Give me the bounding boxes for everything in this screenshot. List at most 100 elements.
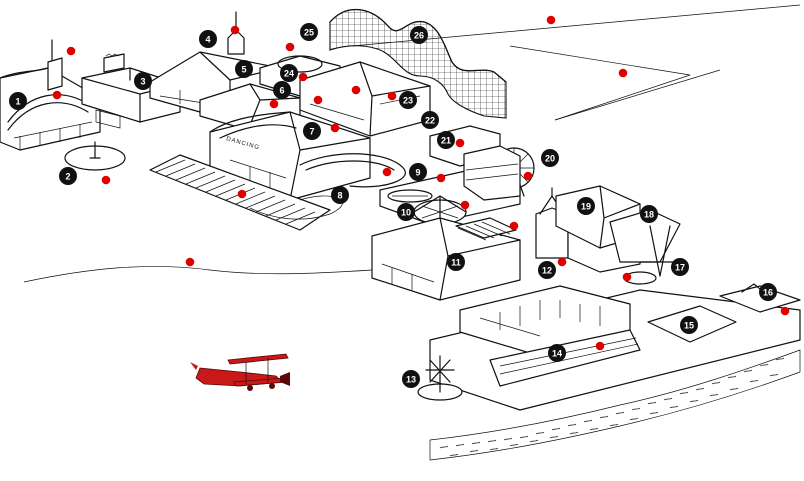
- marker-number: 21: [441, 136, 451, 146]
- marker-badge-23[interactable]: 23: [399, 91, 417, 109]
- hotspot-dot-1[interactable]: [66, 46, 76, 56]
- marker-circle: [548, 344, 566, 362]
- hotspot-dot-16[interactable]: [509, 221, 519, 231]
- marker-number: 6: [279, 86, 284, 96]
- marker-number: 20: [545, 154, 555, 164]
- marker-number: 18: [644, 210, 654, 220]
- marker-badge-24[interactable]: 24: [280, 64, 298, 82]
- marker-badge-5[interactable]: 5: [235, 60, 253, 78]
- marker-number: 17: [675, 263, 685, 273]
- marker-circle: [409, 163, 427, 181]
- marker-number: 22: [425, 116, 435, 126]
- building-18-19: [555, 185, 681, 263]
- marker-badge-2[interactable]: 2: [59, 167, 77, 185]
- marker-badge-15[interactable]: 15: [680, 316, 698, 334]
- marker-badge-25[interactable]: 25: [300, 23, 318, 41]
- marker-number: 26: [414, 31, 424, 41]
- marker-badge-4[interactable]: 4: [199, 30, 217, 48]
- marker-badge-26[interactable]: 26: [410, 26, 428, 44]
- roller-coaster-icon: [329, 8, 507, 119]
- marker-circle: [59, 167, 77, 185]
- marker-badge-11[interactable]: 11: [447, 253, 465, 271]
- hotspot-dot-7[interactable]: [269, 99, 279, 109]
- marker-circle: [331, 186, 349, 204]
- hotspot-dot-18[interactable]: [523, 171, 533, 181]
- marker-badge-3[interactable]: 3: [134, 72, 152, 90]
- marker-badge-9[interactable]: 9: [409, 163, 427, 181]
- marker-number: 9: [415, 168, 420, 178]
- hotspot-dot-11[interactable]: [330, 123, 340, 133]
- marker-badge-20[interactable]: 20: [541, 149, 559, 167]
- marker-circle: [671, 258, 689, 276]
- hotspot-dot-23[interactable]: [546, 15, 556, 25]
- kiddie-coaster: [249, 153, 406, 220]
- marker-number: 24: [284, 69, 294, 79]
- hotspot-dot-10[interactable]: [387, 91, 397, 101]
- marker-number: 19: [581, 202, 591, 212]
- hotspot-dot-4[interactable]: [230, 25, 240, 35]
- marker-number: 3: [140, 77, 145, 87]
- lower-pier: [429, 283, 801, 411]
- building-11: [371, 217, 521, 301]
- marker-badge-1[interactable]: 1: [9, 92, 27, 110]
- hotspot-dot-21[interactable]: [595, 341, 605, 351]
- marker-number: 12: [542, 266, 552, 276]
- marker-badge-14[interactable]: 14: [548, 344, 566, 362]
- marker-circle: [235, 60, 253, 78]
- marker-number: 14: [552, 349, 562, 359]
- marker-number: 10: [401, 208, 411, 218]
- marker-circle: [437, 131, 455, 149]
- marker-circle: [300, 23, 318, 41]
- marker-badge-21[interactable]: 21: [437, 131, 455, 149]
- hotspot-dot-25[interactable]: [185, 257, 195, 267]
- marker-badge-12[interactable]: 12: [538, 261, 556, 279]
- marker-number: 8: [337, 191, 342, 201]
- marker-circle: [538, 261, 556, 279]
- airplane-icon: [190, 353, 290, 391]
- hotspot-dot-8[interactable]: [313, 95, 323, 105]
- windmill-13: [417, 355, 463, 401]
- marker-badge-22[interactable]: 22: [421, 111, 439, 129]
- marker-badge-19[interactable]: 19: [577, 197, 595, 215]
- marker-circle: [280, 64, 298, 82]
- hotspots: [52, 15, 790, 351]
- marker-circle: [397, 203, 415, 221]
- marker-badge-13[interactable]: 13: [402, 370, 420, 388]
- marker-circle: [447, 253, 465, 271]
- marker-badge-10[interactable]: 10: [397, 203, 415, 221]
- hotspot-dot-19[interactable]: [557, 257, 567, 267]
- marker-badge-17[interactable]: 17: [671, 258, 689, 276]
- marker-badge-6[interactable]: 6: [273, 81, 291, 99]
- marker-circle: [421, 111, 439, 129]
- marker-badge-16[interactable]: 16: [759, 283, 777, 301]
- hotspot-dot-15[interactable]: [460, 200, 470, 210]
- marker-badge-7[interactable]: 7: [303, 122, 321, 140]
- marker-number: 5: [241, 65, 246, 75]
- hotspot-dot-2[interactable]: [52, 90, 62, 100]
- hotspot-dot-14[interactable]: [436, 173, 446, 183]
- hotspot-dot-24[interactable]: [618, 68, 628, 78]
- marker-circle: [402, 370, 420, 388]
- marker-number: 2: [65, 172, 70, 182]
- marker-number: 16: [763, 288, 773, 298]
- marker-number: 15: [684, 321, 694, 331]
- hotspot-dot-17[interactable]: [455, 138, 465, 148]
- marker-circle: [640, 205, 658, 223]
- marker-badge-8[interactable]: 8: [331, 186, 349, 204]
- marker-badge-18[interactable]: 18: [640, 205, 658, 223]
- marker-circle: [303, 122, 321, 140]
- marker-circle: [759, 283, 777, 301]
- hotspot-dot-6[interactable]: [298, 72, 308, 82]
- marker-number: 23: [403, 96, 413, 106]
- hotspot-dot-12[interactable]: [237, 189, 247, 199]
- hotspot-dot-9[interactable]: [351, 85, 361, 95]
- hotspot-dot-20[interactable]: [622, 272, 632, 282]
- hotspot-dot-3[interactable]: [101, 175, 111, 185]
- hotspot-dot-13[interactable]: [382, 167, 392, 177]
- hotspot-dot-22[interactable]: [780, 306, 790, 316]
- marker-circle: [134, 72, 152, 90]
- numbered-markers: 1234567891011121314151617181920212223242…: [9, 23, 777, 388]
- marker-circle: [399, 91, 417, 109]
- hotspot-dot-5[interactable]: [285, 42, 295, 52]
